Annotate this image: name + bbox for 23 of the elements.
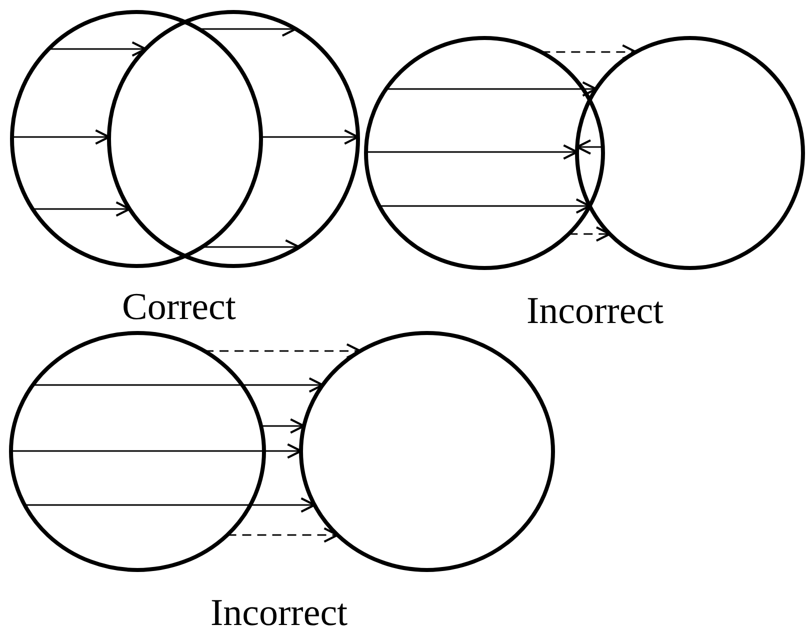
arrow [386, 81, 598, 97]
circle-outline [9, 331, 266, 572]
circle-outline [107, 10, 360, 268]
dashed-arrow [541, 44, 638, 60]
dashed-arrow [568, 226, 611, 242]
panel-caption: Correct [122, 288, 236, 326]
arrow [366, 144, 578, 160]
panel-caption: Incorrect [526, 292, 664, 330]
arrow [48, 41, 147, 57]
arrow [24, 497, 316, 513]
arrow [576, 139, 603, 155]
arrow [32, 377, 324, 393]
dashed-arrow [204, 343, 362, 359]
dashed-arrow [227, 527, 339, 543]
arrow [32, 201, 131, 217]
circle-outline [575, 36, 805, 270]
circle-outline [10, 10, 263, 268]
circle-outline [299, 331, 555, 572]
circle-outline [364, 36, 605, 270]
panel-caption: Incorrect [210, 594, 348, 629]
arrow [12, 129, 110, 145]
arrow [11, 443, 302, 459]
arrow [261, 418, 306, 434]
